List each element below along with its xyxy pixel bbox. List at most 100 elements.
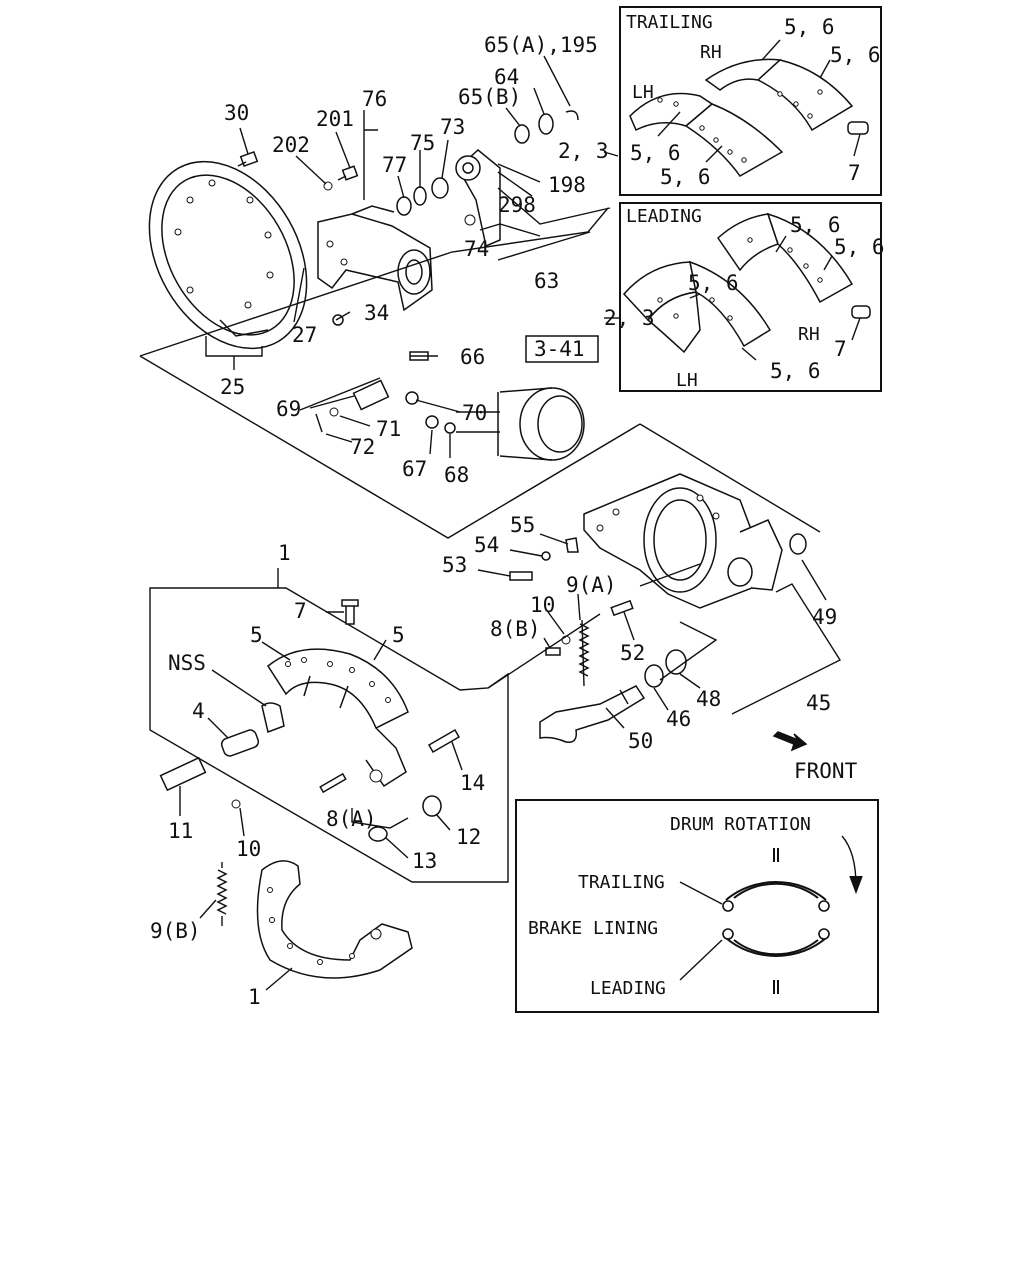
- callout-nss: NSS: [168, 651, 206, 675]
- anchor-pin-11: [159, 756, 207, 792]
- spider-housing: [583, 473, 783, 609]
- callout-1-top: 1: [278, 541, 291, 565]
- callout-67: 67: [402, 457, 427, 481]
- callout-55: 55: [510, 513, 535, 537]
- leading-box: [619, 202, 882, 392]
- clevis-69: [352, 379, 390, 411]
- callout-11: 11: [168, 819, 193, 843]
- pin-74: [464, 214, 476, 226]
- trailing-rh: RH: [700, 42, 722, 63]
- leading-lh: LH: [676, 370, 698, 391]
- clip-10b: [231, 799, 241, 809]
- callout-13: 13: [412, 849, 437, 873]
- callout-25: 25: [220, 375, 245, 399]
- leading-56-c: 5, 6: [688, 271, 739, 295]
- callout-46: 46: [666, 707, 691, 731]
- callout-298: 298: [498, 193, 536, 217]
- callout-5-right: 5: [392, 623, 405, 647]
- rotation-brake-lining: BRAKE LINING: [528, 918, 658, 939]
- pin-14: [427, 729, 461, 753]
- trailing-title: TRAILING: [626, 12, 713, 33]
- callout-202: 202: [272, 133, 310, 157]
- callout-2-3-top: 2, 3: [558, 139, 609, 163]
- bolt-52: [610, 599, 634, 617]
- callout-53: 53: [442, 553, 467, 577]
- callout-1-bottom: 1: [248, 985, 261, 1009]
- callout-73: 73: [440, 115, 465, 139]
- cotter-pin-72: [315, 413, 323, 433]
- callout-12: 12: [456, 825, 481, 849]
- seal-48: [665, 649, 687, 675]
- rotation-title: DRUM ROTATION: [670, 814, 811, 835]
- rotation-trailing: TRAILING: [578, 872, 665, 893]
- washer-71: [329, 407, 339, 417]
- callout-27: 27: [292, 323, 317, 347]
- rotation-arrowhead-icon: [849, 875, 863, 895]
- pin-8b: [545, 647, 561, 656]
- leading-56-b: 5, 6: [834, 235, 885, 259]
- callout-48: 48: [696, 687, 721, 711]
- brake-chamber: [456, 387, 585, 461]
- callout-45: 45: [806, 691, 831, 715]
- ref-box-3-41: [525, 335, 599, 363]
- slack-adjuster: [455, 149, 501, 248]
- leading-56-d: 5, 6: [770, 359, 821, 383]
- callout-8b: 8(B): [490, 617, 541, 641]
- nut-54: [541, 551, 551, 561]
- trailing-7: 7: [848, 161, 861, 185]
- nut-67: [425, 415, 439, 429]
- callout-65a: 65(A),195: [484, 33, 598, 57]
- callout-50: 50: [628, 729, 653, 753]
- callout-10-top: 10: [530, 593, 555, 617]
- callout-77: 77: [382, 153, 407, 177]
- callout-65b: 65(B): [458, 85, 521, 109]
- callout-68: 68: [444, 463, 469, 487]
- callout-10-bottom: 10: [236, 837, 261, 861]
- assembly-outline-top: [139, 207, 609, 357]
- trailing-lh: LH: [632, 82, 654, 103]
- seal-73: [431, 177, 449, 199]
- callout-8a: 8(A): [326, 807, 377, 831]
- callout-66: 66: [460, 345, 485, 369]
- callout-labels: 30 201 202 76 77 75 73 65(B) 64 65(A),19…: [150, 33, 858, 1009]
- callout-63: 63: [534, 269, 559, 293]
- bushing-77: [396, 196, 412, 216]
- callout-201: 201: [316, 107, 354, 131]
- roller-4: [220, 729, 260, 757]
- callout-70: 70: [462, 401, 487, 425]
- callout-4: 4: [192, 699, 205, 723]
- front-arrow-icon: [772, 731, 808, 752]
- trailing-linings: [629, 58, 869, 177]
- bolt-201: [337, 165, 359, 181]
- callout-3-41: 3-41: [534, 337, 585, 361]
- leader-lines: [179, 39, 861, 991]
- trailing-box-labels: TRAILING 5, 6 RH 5, 6 LH 5, 6 5, 6 7: [626, 12, 881, 189]
- leading-title: LEADING: [626, 206, 702, 227]
- callout-7: 7: [294, 599, 307, 623]
- callout-74: 74: [464, 237, 489, 261]
- callout-71: 71: [376, 417, 401, 441]
- rotation-leading: LEADING: [590, 978, 666, 999]
- roller-nss: [261, 702, 285, 734]
- callout-52: 52: [620, 641, 645, 665]
- leading-box-labels: LEADING 5, 6 5, 6 5, 6 RH 7 LH 5, 6: [626, 206, 885, 391]
- plate-55: [565, 537, 579, 553]
- drum-rotation-box: [515, 799, 879, 1013]
- callout-9a: 9(A): [566, 573, 617, 597]
- callout-76: 76: [362, 87, 387, 111]
- cam-bracket: [317, 205, 433, 312]
- trailing-56-d: 5, 6: [660, 165, 711, 189]
- washer-64: [538, 113, 554, 135]
- callout-34: 34: [364, 301, 389, 325]
- leading-linings: [622, 212, 871, 354]
- callout-9b: 9(B): [150, 919, 201, 943]
- callout-198: 198: [548, 173, 586, 197]
- washer-68: [444, 422, 456, 434]
- spring-9b: [216, 862, 228, 926]
- washer-46: [644, 664, 664, 688]
- rotation-box-labels: DRUM ROTATION TRAILING BRAKE LINING LEAD…: [528, 814, 811, 999]
- trailing-56-c: 5, 6: [630, 141, 681, 165]
- ring-75: [413, 186, 427, 206]
- callout-front: FRONT: [794, 759, 858, 783]
